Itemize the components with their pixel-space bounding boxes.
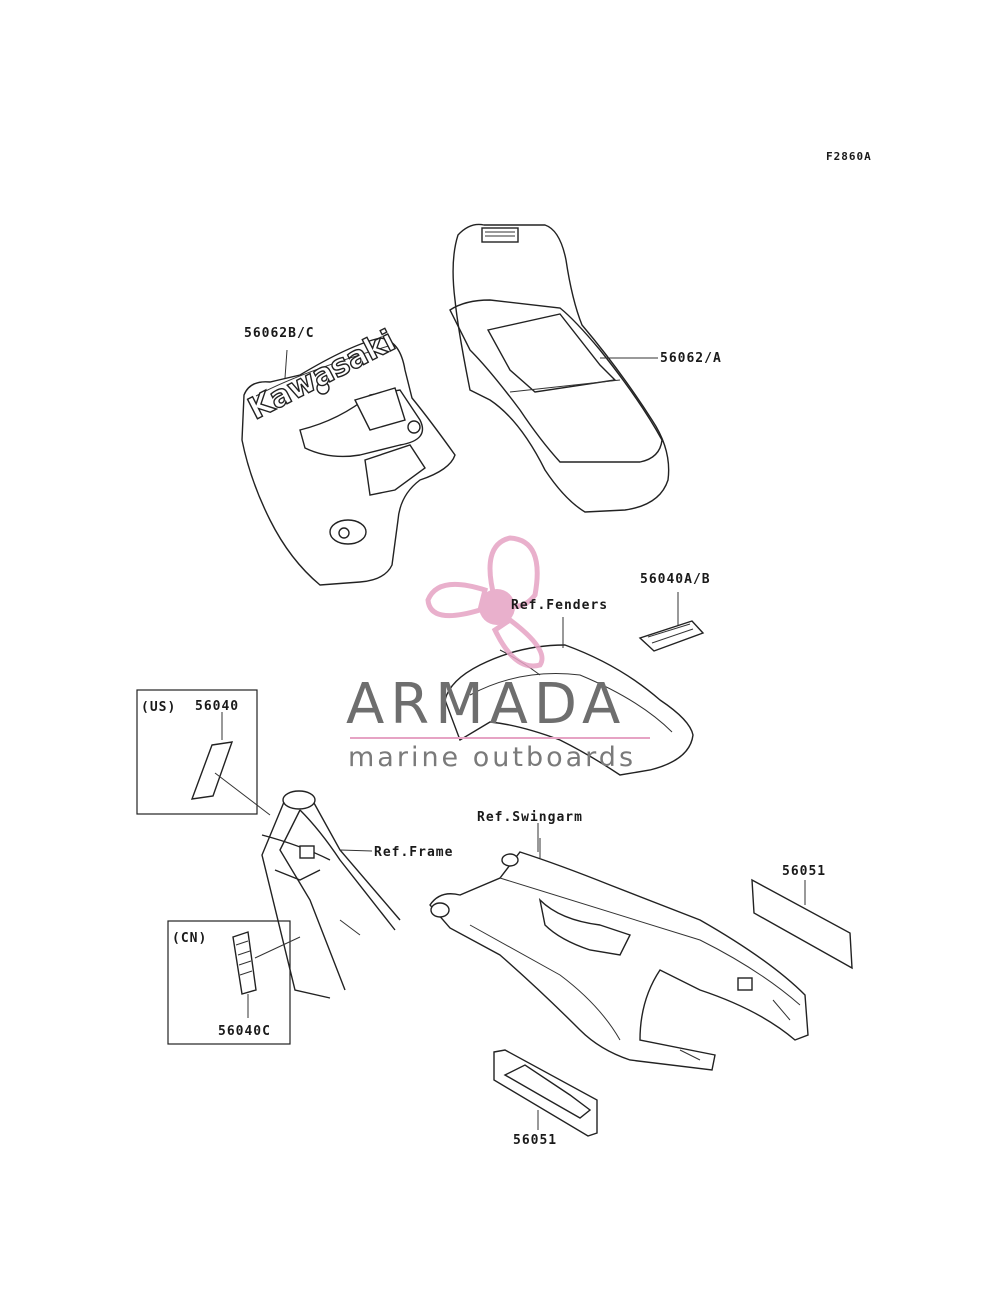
callout-small-label: 56040A/B: [640, 572, 711, 587]
us-inset-box: [136, 689, 271, 816]
fuel-tank-drawing: [449, 223, 670, 513]
leader-lines: [284, 349, 679, 852]
swingarm-drawing: [429, 838, 809, 1071]
watermark-tagline: marine outboards: [348, 742, 637, 773]
us-region-label: (US): [141, 700, 177, 715]
rear-fender-drawing: [444, 644, 694, 776]
cn-region-label: (CN): [172, 931, 208, 946]
callout-fenders-ref: Ref.Fenders: [511, 598, 609, 613]
figure-code: F2860A: [826, 150, 872, 163]
callout-frame-ref: Ref.Frame: [374, 845, 454, 860]
callout-swingarm-decal-bottom: 56051: [513, 1133, 558, 1148]
callout-swingarm-decal-right: 56051: [782, 864, 827, 879]
swingarm-decal-bottom-drawing: [493, 1049, 598, 1137]
callout-us-part: 56040: [195, 699, 240, 714]
callout-cn-part: 56040C: [218, 1024, 271, 1039]
swingarm-decal-right-drawing: [751, 878, 853, 970]
small-label-drawing: [638, 620, 705, 652]
frame-drawing: [261, 790, 401, 999]
callout-shroud-decal: 56062B/C: [244, 326, 315, 341]
side-shroud-drawing: Kawasaki: [241, 323, 456, 586]
watermark-brand: ARMADA: [346, 672, 627, 737]
callout-tank-decal: 56062/A: [660, 351, 722, 366]
armada-propeller-logo: [425, 535, 545, 669]
cn-inset-box: [167, 920, 301, 1045]
callout-swingarm-ref: Ref.Swingarm: [477, 810, 583, 825]
